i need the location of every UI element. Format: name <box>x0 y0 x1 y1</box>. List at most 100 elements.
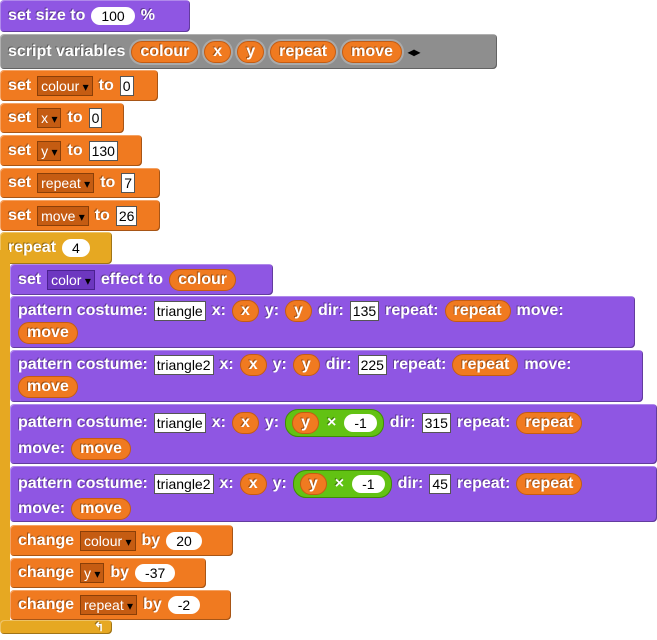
label: move: <box>18 439 66 457</box>
var-colour[interactable]: colour <box>131 40 199 63</box>
set-var-block[interactable]: setmoveto26 <box>0 200 160 231</box>
value-input[interactable]: 20 <box>166 531 202 550</box>
repeat-block[interactable]: repeat 4 <box>0 232 112 264</box>
costume-input[interactable]: triangle2 <box>153 355 214 375</box>
var-y[interactable]: y <box>299 473 327 495</box>
costume-input[interactable]: triangle <box>153 412 206 433</box>
label: dir: <box>325 356 352 373</box>
var-move[interactable]: move <box>71 498 131 520</box>
var-move[interactable]: move <box>18 322 78 344</box>
value-input[interactable]: 7 <box>121 173 136 193</box>
costume-input[interactable]: triangle <box>153 301 206 321</box>
label: x: <box>211 302 226 319</box>
dir-input[interactable]: 135 <box>349 301 380 321</box>
label: repeat <box>8 239 57 256</box>
var-y[interactable]: y <box>285 300 312 322</box>
value-input[interactable]: -2 <box>167 596 201 614</box>
var-dropdown[interactable]: move <box>37 205 89 226</box>
value-input[interactable]: 26 <box>115 205 138 226</box>
label: x: <box>219 356 234 373</box>
label: repeat: <box>456 475 511 492</box>
label: dir: <box>318 302 344 319</box>
arrows-icon[interactable]: ◂▸ <box>407 44 420 59</box>
repeat-count-input[interactable]: 4 <box>62 239 90 257</box>
var-y[interactable]: y <box>292 411 319 434</box>
label: to <box>98 76 114 94</box>
label: pattern costume: <box>18 302 148 319</box>
var-repeat[interactable]: repeat <box>444 300 511 322</box>
effect-dropdown[interactable]: color <box>47 269 95 290</box>
label: set <box>8 141 32 159</box>
change-var-block[interactable]: changerepeatby-2 <box>10 590 231 620</box>
pattern-block[interactable]: pattern costume:triangle2 x:x y:y dir:22… <box>10 350 643 402</box>
var-repeat[interactable]: repeat <box>270 40 337 63</box>
label: move: <box>516 302 564 319</box>
change-var-block[interactable]: changeyby-37 <box>10 558 206 588</box>
dir-input[interactable]: 45 <box>429 474 451 494</box>
var-repeat[interactable]: repeat <box>516 473 583 495</box>
label: repeat: <box>456 413 511 431</box>
var-move[interactable]: move <box>342 40 402 63</box>
set-var-block[interactable]: setxto 0 <box>0 103 124 133</box>
value-input[interactable]: -37 <box>135 564 176 582</box>
label: dir: <box>389 413 416 431</box>
change-var-block[interactable]: changecolourby20 <box>10 525 233 556</box>
dir-input[interactable]: 315 <box>421 412 451 433</box>
var-x[interactable]: x <box>239 354 267 376</box>
script-variables-block[interactable]: script variables colour x y repeat move … <box>0 34 497 69</box>
set-var-block[interactable]: set colour to 0 <box>0 70 158 101</box>
var-dropdown[interactable]: x <box>37 108 62 128</box>
var-y[interactable]: y <box>237 40 265 63</box>
label: % <box>140 7 155 24</box>
label: change <box>18 531 75 549</box>
var-x[interactable]: x <box>239 473 267 495</box>
var-repeat[interactable]: repeat <box>516 411 583 434</box>
set-size-block[interactable]: set size to 100 % <box>0 0 190 32</box>
var-colour[interactable]: colour <box>169 268 236 291</box>
label: repeat: <box>392 356 447 373</box>
var-dropdown[interactable]: repeat <box>80 595 138 615</box>
pattern-block[interactable]: pattern costume: triangle2 x: x y: y × -1 di… <box>10 466 657 522</box>
dir-input[interactable]: 225 <box>357 355 387 375</box>
set-var-block[interactable]: set repeat to 7 <box>0 168 160 198</box>
var-y[interactable]: y <box>292 354 320 376</box>
label: set <box>8 76 32 94</box>
var-move[interactable]: move <box>71 437 131 460</box>
pattern-block[interactable]: pattern costume:triangle x:x y: y×-1 dir… <box>10 404 657 464</box>
var-move[interactable]: move <box>18 376 78 398</box>
label: script variables <box>8 42 126 60</box>
label: set size to <box>8 7 86 24</box>
label: y: <box>272 475 287 492</box>
var-x[interactable]: x <box>231 300 259 322</box>
label: y: <box>264 413 280 431</box>
pattern-block[interactable]: pattern costume:triangle x:x y:y dir:135… <box>10 296 635 348</box>
label: dir: <box>397 475 424 492</box>
value-input[interactable]: 0 <box>119 75 134 96</box>
times-label: × <box>334 475 345 492</box>
label: set <box>8 174 32 191</box>
var-dropdown[interactable]: y <box>37 140 62 161</box>
var-dropdown[interactable]: y <box>80 563 105 583</box>
var-x[interactable]: x <box>231 411 259 434</box>
var-dropdown[interactable]: repeat <box>37 173 95 193</box>
label: to <box>100 174 116 191</box>
times-label: × <box>327 413 337 431</box>
label: set <box>8 109 32 126</box>
var-dropdown[interactable]: colour <box>80 530 136 551</box>
value-input[interactable]: 0 <box>88 108 103 128</box>
set-var-block[interactable]: setyto130 <box>0 135 142 166</box>
label: pattern costume: <box>18 475 148 492</box>
multiplier-input[interactable]: -1 <box>352 475 385 493</box>
multiply-operator[interactable]: y × -1 <box>292 470 392 498</box>
var-x[interactable]: x <box>204 40 232 63</box>
var-dropdown[interactable]: colour <box>37 75 93 96</box>
label: to <box>67 109 83 126</box>
costume-input[interactable]: triangle2 <box>153 474 214 494</box>
multiply-operator[interactable]: y × -1 <box>285 408 384 437</box>
multiplier-input[interactable]: -1 <box>344 413 377 432</box>
var-repeat[interactable]: repeat <box>452 354 519 376</box>
size-input[interactable]: 100 <box>91 7 135 25</box>
value-input[interactable]: 130 <box>88 140 118 161</box>
label: x: <box>219 475 234 492</box>
